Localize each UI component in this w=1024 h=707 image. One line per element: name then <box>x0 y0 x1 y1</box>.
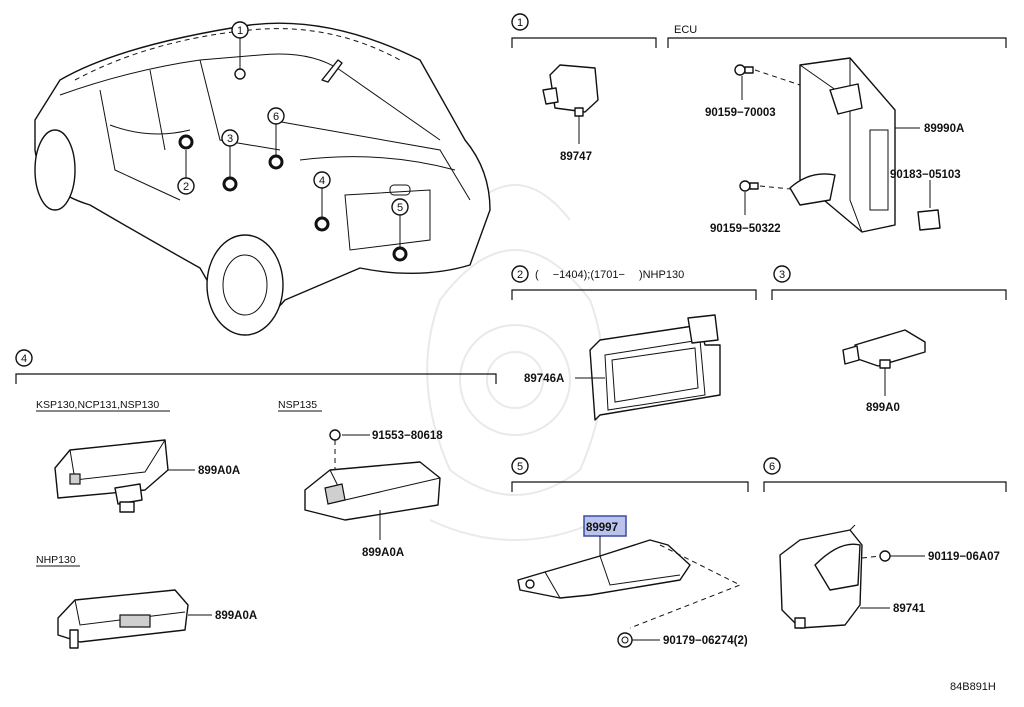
section-5: 5 89997 90179−06274(2) <box>511 457 749 648</box>
section-2-label: ( −1404);(1701− )NHP130 <box>535 269 684 281</box>
watermark-emblem <box>426 184 604 541</box>
part-label-899a0a-nhp130: 899A0A <box>215 610 257 622</box>
section-4-number: 4 <box>21 353 27 365</box>
callout-5: 5 <box>397 202 403 214</box>
part-label-90119-06a07: 90119−06A07 <box>928 551 1000 563</box>
diagram-code: 84B891H <box>950 681 996 693</box>
part-label-90183-05103: 90183−05103 <box>890 169 961 181</box>
part-label-899a0: 899A0 <box>866 402 900 414</box>
subhead-ksp130: KSP130,NCP131,NSP130 <box>36 399 159 411</box>
callout-2: 2 <box>183 181 189 193</box>
callout-3: 3 <box>227 133 233 145</box>
section-4: 4 KSP130,NCP131,NSP130 NSP135 NHP130 899… <box>15 349 497 649</box>
subhead-nhp130: NHP130 <box>36 554 76 566</box>
part-label-899a0a-ksp: 899A0A <box>198 465 240 477</box>
section-6: 6 90119−06A07 89741 <box>763 457 1007 629</box>
section-1: 1 89747 <box>511 13 657 163</box>
part-label-89990a: 89990A <box>924 123 964 135</box>
part-label-89997[interactable]: 89997 <box>586 522 618 534</box>
section-6-number: 6 <box>769 461 775 473</box>
vehicle-illustration <box>34 22 491 336</box>
part-label-89746a: 89746A <box>524 373 564 385</box>
section-3-number: 3 <box>779 269 785 281</box>
callout-1: 1 <box>237 25 243 37</box>
section-ecu-label: ECU <box>674 24 697 36</box>
section-ecu: ECU 90159−70003 90159−50322 89990A 90183… <box>667 24 1007 235</box>
part-label-90159-70003: 90159−70003 <box>705 107 776 119</box>
section-3: 3 899A0 <box>771 265 1007 414</box>
section-2: 2 ( −1404);(1701− )NHP130 89746A <box>511 265 757 421</box>
part-highlight-89997[interactable] <box>583 515 627 537</box>
callout-4: 4 <box>319 175 325 187</box>
section-5-number: 5 <box>517 461 523 473</box>
subhead-nsp135: NSP135 <box>278 399 317 411</box>
part-label-91553-80618: 91553−80618 <box>372 430 443 442</box>
section-1-number: 1 <box>517 17 523 29</box>
part-label-89747: 89747 <box>560 151 592 163</box>
part-label-89741: 89741 <box>893 603 926 615</box>
part-label-90159-50322: 90159−50322 <box>710 223 781 235</box>
section-2-number: 2 <box>517 269 523 281</box>
part-label-90179-06274: 90179−06274(2) <box>663 635 748 647</box>
callout-6: 6 <box>273 111 279 123</box>
vehicle-callouts: 1 2 3 6 4 5 <box>177 21 409 262</box>
part-label-899a0a-nsp135: 899A0A <box>362 547 404 559</box>
